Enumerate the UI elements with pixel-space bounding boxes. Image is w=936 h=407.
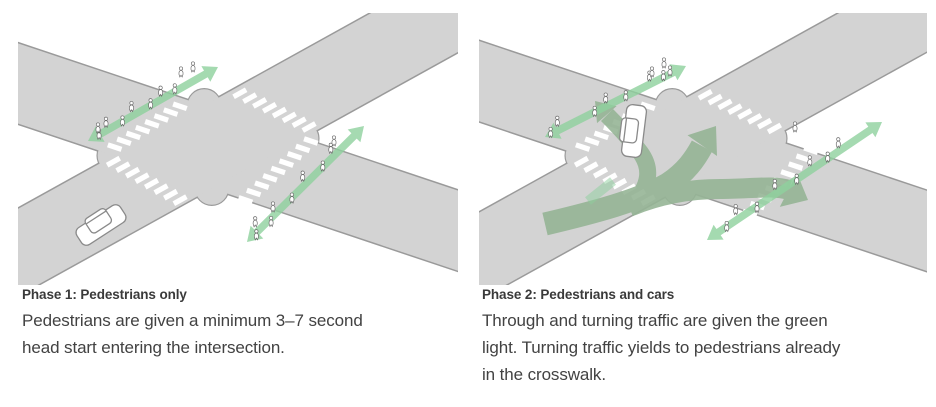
roads: [18, 13, 458, 285]
phase-1-intersection-diagram: [18, 13, 458, 285]
phase-1-caption: Phase 1: Pedestrians only Pedestrians ar…: [22, 287, 467, 361]
phase-1-description: Pedestrians are given a minimum 3–7 seco…: [22, 310, 363, 357]
phase-1-heading: Phase 1: Pedestrians only: [22, 287, 187, 302]
phase-2-caption: Phase 2: Pedestrians and cars Through an…: [482, 287, 932, 388]
phase-2-description: Through and turning traffic are given th…: [482, 310, 841, 384]
crosswalks: [105, 87, 319, 206]
roads: [479, 13, 927, 285]
intersection-diagrams: [18, 13, 927, 285]
phase-2-intersection-diagram: [479, 13, 927, 285]
phase-2-heading: Phase 2: Pedestrians and cars: [482, 287, 675, 302]
